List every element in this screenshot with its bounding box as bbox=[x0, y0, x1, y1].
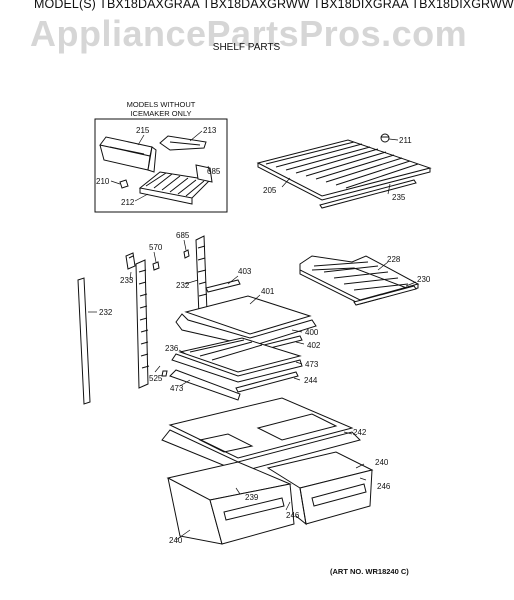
callout-473b: 473 bbox=[170, 384, 184, 393]
callout-403: 403 bbox=[238, 267, 252, 276]
inset-box-title-line1: MODELS WITHOUT bbox=[127, 100, 196, 109]
callout-246: 246 bbox=[377, 482, 391, 491]
callout-211: 211 bbox=[399, 136, 412, 145]
callout-240: 240 bbox=[375, 458, 389, 467]
wire-shelf-top bbox=[256, 133, 432, 209]
shelf-ladder-rails bbox=[77, 235, 208, 405]
wire-shelf-right bbox=[299, 255, 420, 306]
callout-232b: 232 bbox=[99, 308, 113, 317]
callout-236: 236 bbox=[165, 344, 179, 353]
ice-rack-part bbox=[138, 164, 213, 205]
callout-244: 244 bbox=[304, 376, 318, 385]
callout-400: 400 bbox=[305, 328, 319, 337]
callout-239: 239 bbox=[245, 493, 259, 502]
inset-box: MODELS WITHOUT ICEMAKER ONLY bbox=[94, 100, 228, 213]
diagram-page: AppliancePartsPros.com MODEL(S) TBX18DAX… bbox=[30, 0, 514, 576]
crisper-pans bbox=[166, 451, 374, 545]
exploded-parts-diagram: MODELS WITHOUT ICEMAKER ONLY bbox=[77, 100, 432, 545]
callout-232: 232 bbox=[176, 281, 190, 290]
clip-part bbox=[119, 179, 129, 189]
callout-401: 401 bbox=[261, 287, 275, 296]
model-title: MODEL(S) TBX18DAXGRAA TBX18DAXGRWW TBX18… bbox=[34, 0, 514, 11]
callout-685: 685 bbox=[207, 167, 221, 176]
callout-242: 242 bbox=[353, 428, 367, 437]
callout-233: 233 bbox=[120, 276, 134, 285]
ice-bin-cover-part bbox=[159, 135, 207, 151]
section-title: SHELF PARTS bbox=[212, 42, 281, 53]
part-callouts: 215 213 685 210 212 211 205 235 570 685 … bbox=[96, 126, 431, 545]
callout-525: 525 bbox=[149, 374, 163, 383]
crisper-cover-assembly bbox=[154, 337, 303, 401]
callout-228: 228 bbox=[387, 255, 401, 264]
callout-246b: 246 bbox=[286, 511, 300, 520]
inset-box-title-line2: ICEMAKER ONLY bbox=[130, 109, 191, 118]
callout-235: 235 bbox=[392, 193, 406, 202]
callout-473: 473 bbox=[305, 360, 319, 369]
callout-570: 570 bbox=[149, 243, 163, 252]
callout-205: 205 bbox=[263, 186, 277, 195]
art-number: (ART NO. WR18240 C) bbox=[330, 567, 409, 576]
callout-210: 210 bbox=[96, 177, 110, 186]
watermark: AppliancePartsPros.com bbox=[30, 13, 468, 54]
callout-215: 215 bbox=[136, 126, 150, 135]
callout-685b: 685 bbox=[176, 231, 190, 240]
inset-box-frame bbox=[94, 118, 228, 213]
callout-213: 213 bbox=[203, 126, 217, 135]
ice-bin-part bbox=[99, 136, 157, 173]
callout-402: 402 bbox=[307, 341, 321, 350]
callout-230: 230 bbox=[417, 275, 431, 284]
callout-240b: 240 bbox=[169, 536, 183, 545]
callout-212: 212 bbox=[121, 198, 135, 207]
